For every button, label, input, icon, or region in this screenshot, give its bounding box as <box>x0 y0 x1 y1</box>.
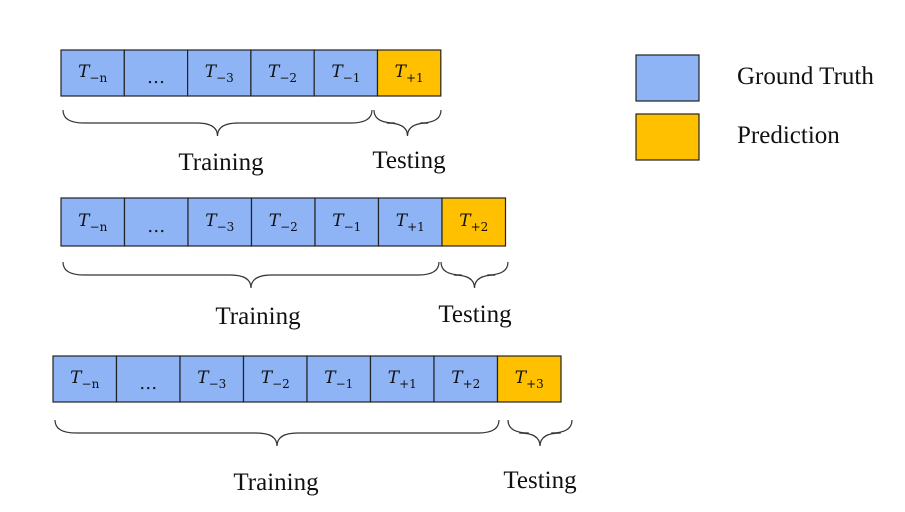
ground-truth-cell: T−n <box>60 197 126 247</box>
ellipsis-label: … <box>147 67 165 88</box>
ground-truth-cell: T−2 <box>242 355 308 403</box>
time-step-label: T+2 <box>451 368 480 391</box>
ground-truth-cell: T+1 <box>369 355 435 403</box>
time-step-label: T−n <box>78 62 107 85</box>
time-step-label: T−3 <box>205 62 234 85</box>
time-step-label: T+1 <box>388 368 417 391</box>
testing-label: Testing <box>503 467 577 494</box>
ground-truth-cell: T−2 <box>250 197 316 247</box>
testing-brace <box>373 109 442 137</box>
time-step-label: T−3 <box>197 368 226 391</box>
ground-truth-cell: T−3 <box>187 197 253 247</box>
testing-label: Testing <box>438 301 512 328</box>
time-step-label: T−n <box>78 211 107 234</box>
ground-truth-cell: T+2 <box>433 355 499 403</box>
ground-truth-cell: T−n <box>52 355 118 403</box>
prediction-cell: T+2 <box>441 197 507 247</box>
legend-item-ground-truth: Ground Truth <box>635 54 874 102</box>
ground-truth-cell: … <box>123 49 189 97</box>
ground-truth-cell: T−3 <box>187 49 252 97</box>
time-step-label: T−2 <box>261 368 290 391</box>
prediction-cell: T+3 <box>496 355 562 403</box>
testing-label: Testing <box>372 147 446 174</box>
ground-truth-cell: … <box>115 355 181 403</box>
ground-truth-cell: T−1 <box>313 49 379 97</box>
training-brace <box>54 419 500 447</box>
time-step-label: T−1 <box>324 368 353 391</box>
ellipsis-label: … <box>139 373 157 394</box>
time-step-label: T+1 <box>396 211 425 234</box>
training-label: Training <box>233 469 319 496</box>
ground-truth-cell: T−n <box>60 49 125 97</box>
time-step-label: T−2 <box>269 211 298 234</box>
legend-swatch <box>635 54 700 102</box>
ground-truth-cell: … <box>123 197 189 247</box>
time-step-label: T+3 <box>515 368 544 391</box>
training-label: Training <box>215 303 301 330</box>
legend-label: Ground Truth <box>737 63 874 90</box>
time-step-label: T−3 <box>205 211 234 234</box>
ground-truth-cell: T−2 <box>250 49 315 97</box>
training-brace <box>62 261 440 289</box>
testing-brace <box>507 419 573 447</box>
prediction-cell: T+1 <box>376 49 442 97</box>
time-step-label: T−n <box>70 368 99 391</box>
legend-label: Prediction <box>737 122 840 149</box>
time-step-label: T+1 <box>395 62 424 85</box>
ground-truth-cell: T+1 <box>377 197 443 247</box>
training-brace <box>62 109 373 137</box>
time-step-label: T+2 <box>459 211 488 234</box>
ground-truth-cell: T−1 <box>314 197 380 247</box>
testing-brace <box>440 261 509 289</box>
ellipsis-label: … <box>147 216 165 237</box>
training-label: Training <box>178 149 264 176</box>
ground-truth-cell: T−1 <box>306 355 372 403</box>
time-step-label: T−1 <box>331 62 360 85</box>
time-step-label: T−1 <box>332 211 361 234</box>
legend-item-prediction: Prediction <box>635 113 840 161</box>
time-step-label: T−2 <box>268 62 297 85</box>
legend-swatch <box>635 113 700 161</box>
ground-truth-cell: T−3 <box>179 355 245 403</box>
